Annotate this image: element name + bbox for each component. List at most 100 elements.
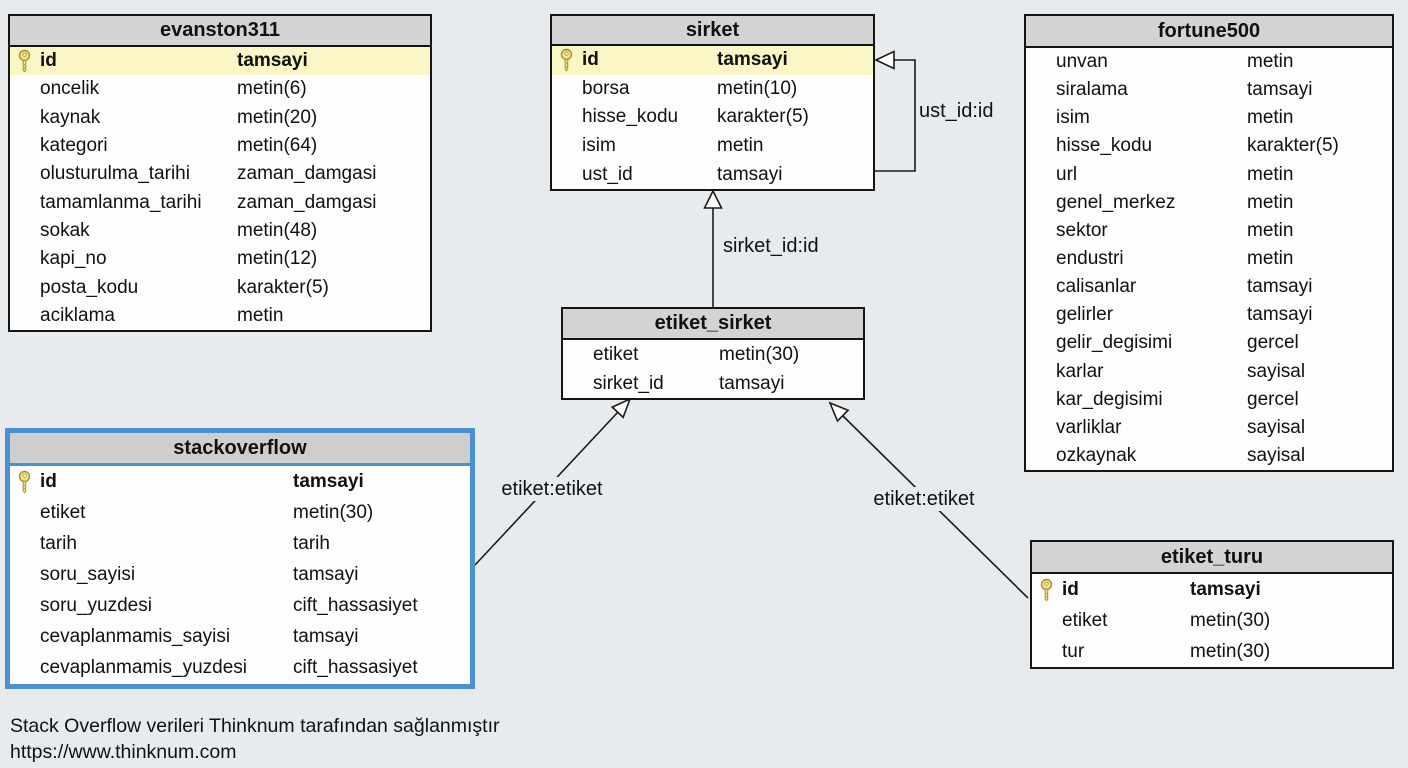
field-name: soru_yuzdesi (40, 595, 152, 617)
field-name: ozkaynak (1056, 445, 1137, 467)
arrowhead-icon (703, 189, 723, 209)
table-row: kapi_no metin(12) (10, 245, 430, 273)
field-type: metin (237, 304, 284, 326)
field-name: isim (1056, 107, 1090, 129)
relationship-label-sirket-id: sirket_id:id (720, 234, 822, 258)
relationship-label-etiket-right: etiket:etiket (870, 487, 978, 511)
relationship-sirket-self (874, 50, 916, 172)
field-type: metin(12) (237, 248, 318, 270)
field-name: etiket (1062, 609, 1108, 631)
field-name: sektor (1056, 219, 1108, 241)
field-type: metin (717, 135, 764, 157)
field-name: isim (582, 135, 616, 157)
field-type: karakter(5) (237, 276, 329, 298)
table-row: ozkaynak sayisal (1026, 442, 1392, 470)
field-name: etiket (593, 343, 639, 365)
table-row: etiket metin(30) (563, 340, 863, 369)
arrowhead-icon (874, 50, 895, 70)
field-type: zaman_damgasi (237, 191, 377, 213)
field-name: olusturulma_tarihi (40, 163, 190, 185)
field-type: tamsayi (1247, 79, 1313, 101)
field-name: siralama (1056, 79, 1128, 101)
field-type: metin (1247, 248, 1294, 270)
field-type: metin(20) (237, 106, 318, 128)
field-name: gelir_degisimi (1056, 332, 1173, 354)
field-type: tamsayi (237, 50, 308, 72)
table-row: tamamlanma_tarihi zaman_damgasi (10, 188, 430, 216)
field-name: varliklar (1056, 416, 1122, 438)
field-name: kategori (40, 135, 108, 157)
field-type: sayisal (1247, 445, 1306, 467)
field-name: unvan (1056, 51, 1108, 73)
field-type: metin(6) (237, 78, 307, 100)
field-type: zaman_damgasi (237, 163, 377, 185)
primary-key-icon (1039, 578, 1054, 602)
field-type: metin (1247, 51, 1294, 73)
table-row: olusturulma_tarihi zaman_damgasi (10, 160, 430, 188)
field-type: sayisal (1247, 416, 1306, 438)
table-row: kaynak metin(20) (10, 104, 430, 132)
table-title: sirket (552, 16, 873, 46)
field-name: id (40, 470, 57, 492)
table-title: etiket_turu (1032, 542, 1392, 574)
field-type: karakter(5) (717, 106, 809, 128)
arrowhead-icon (610, 397, 632, 419)
field-type: metin(10) (717, 77, 798, 99)
field-name: ust_id (582, 163, 633, 185)
field-type: tamsayi (717, 49, 788, 71)
field-name: kapi_no (40, 248, 107, 270)
relationship-label-etiket-left: etiket:etiket (498, 477, 606, 501)
field-type: metin(30) (719, 343, 800, 365)
field-name: kaynak (40, 106, 101, 128)
primary-key-icon (17, 470, 32, 494)
field-name: karlar (1056, 360, 1104, 382)
footer-url: https://www.thinknum.com (10, 741, 237, 763)
field-name: tarih (40, 532, 77, 554)
field-name: tamamlanma_tarihi (40, 191, 202, 213)
table-row: isim metin (552, 132, 873, 161)
field-name: kar_degisimi (1056, 388, 1163, 410)
field-type: cift_hassasiyet (293, 657, 418, 679)
field-type: metin(30) (1190, 640, 1271, 662)
field-type: metin (1247, 163, 1294, 185)
table-title: etiket_sirket (563, 309, 863, 340)
field-type: tamsayi (293, 626, 359, 648)
primary-key-icon (559, 49, 574, 72)
field-type: karakter(5) (1247, 135, 1339, 157)
field-name: endustri (1056, 248, 1124, 270)
field-name: soru_sayisi (40, 563, 136, 585)
arrowhead-icon (828, 401, 850, 423)
field-type: tamsayi (293, 563, 359, 585)
